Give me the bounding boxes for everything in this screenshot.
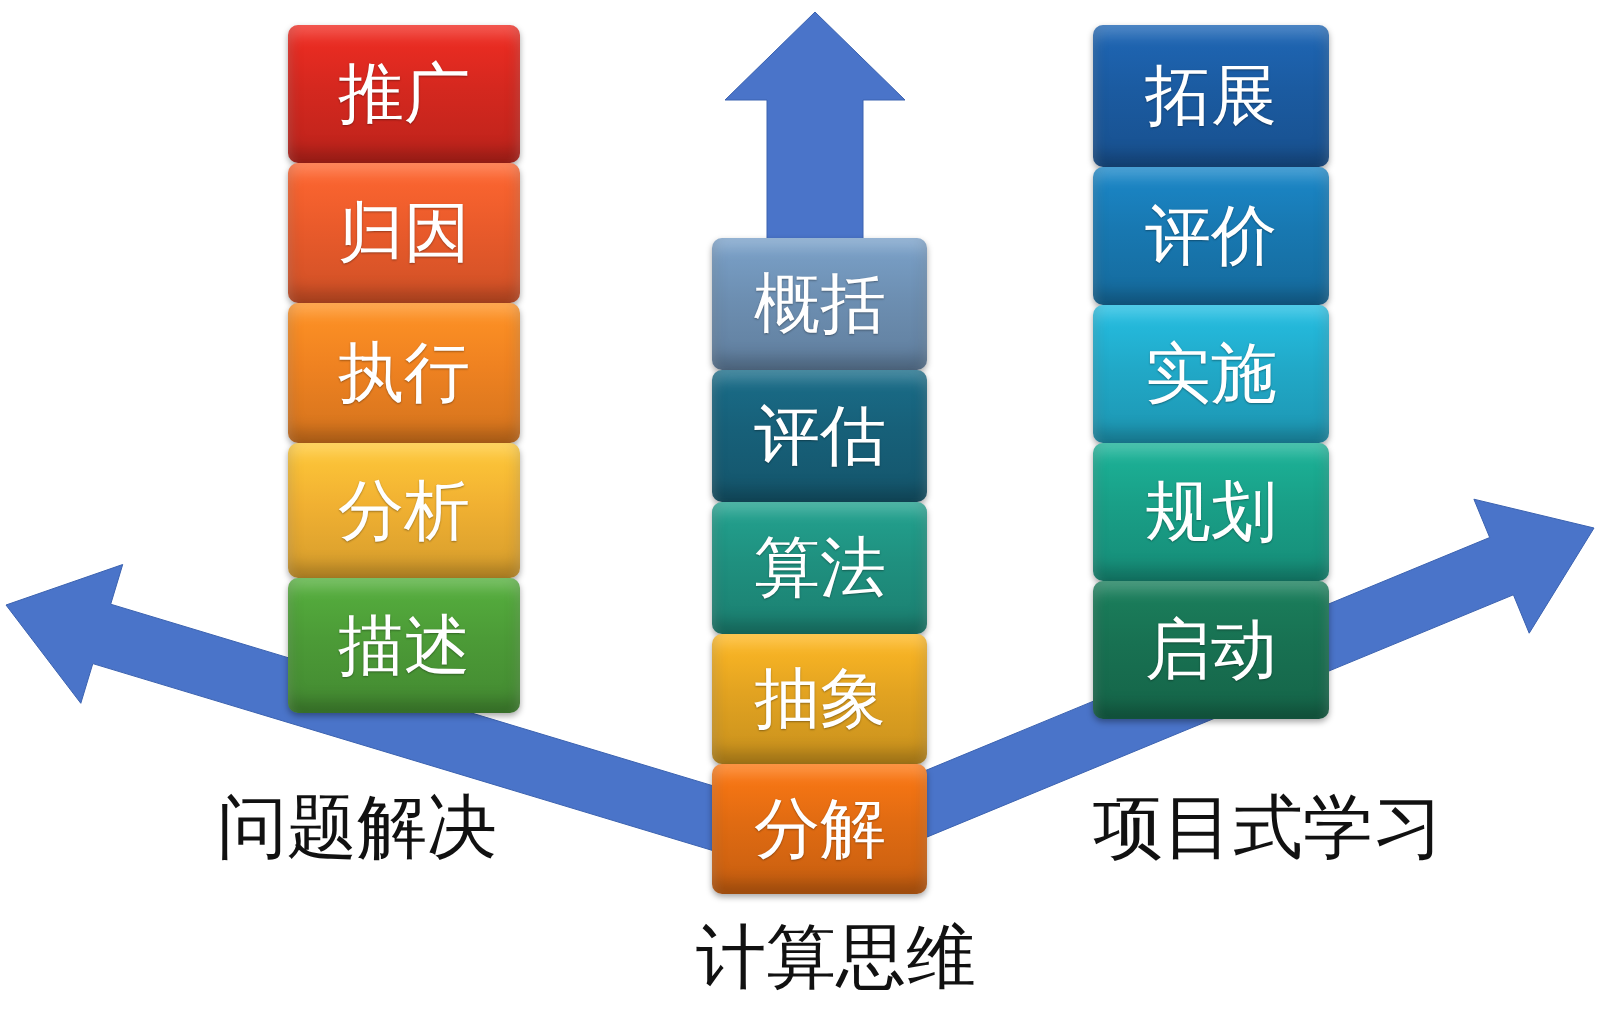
concept-cube: 执行 [288, 303, 520, 443]
cube-label: 描述 [338, 613, 470, 679]
concept-cube: 推广 [288, 25, 520, 163]
cube-label: 评估 [754, 403, 886, 469]
concept-cube: 归因 [288, 163, 520, 303]
concept-cube: 描述 [288, 578, 520, 713]
axis-label: 计算思维 [696, 923, 976, 993]
concept-cube: 实施 [1093, 305, 1329, 443]
concept-cube: 启动 [1093, 581, 1329, 719]
concept-cube: 概括 [712, 238, 927, 370]
cube-label: 规划 [1145, 479, 1277, 545]
direction-arrow [725, 12, 905, 250]
cube-label: 推广 [338, 61, 470, 127]
cube-label: 评价 [1145, 203, 1277, 269]
concept-cube: 抽象 [712, 634, 927, 764]
concept-cube: 评价 [1093, 167, 1329, 305]
cube-label: 归因 [338, 200, 470, 266]
concept-cube: 规划 [1093, 443, 1329, 581]
concept-cube: 算法 [712, 502, 927, 634]
cube-label: 分析 [338, 478, 470, 544]
concept-cube: 分析 [288, 443, 520, 578]
cube-label: 抽象 [754, 666, 886, 732]
concept-cube: 拓展 [1093, 25, 1329, 167]
cube-label: 分解 [754, 796, 886, 862]
axis-label: 项目式学习 [1093, 793, 1443, 863]
cube-label: 拓展 [1145, 63, 1277, 129]
concept-cube: 分解 [712, 764, 927, 894]
cube-label: 算法 [754, 535, 886, 601]
cube-label: 启动 [1145, 617, 1277, 683]
cube-label: 实施 [1145, 341, 1277, 407]
axis-label: 问题解决 [217, 793, 497, 863]
cube-label: 执行 [338, 340, 470, 406]
cube-label: 概括 [754, 271, 886, 337]
concept-cube: 评估 [712, 370, 927, 502]
